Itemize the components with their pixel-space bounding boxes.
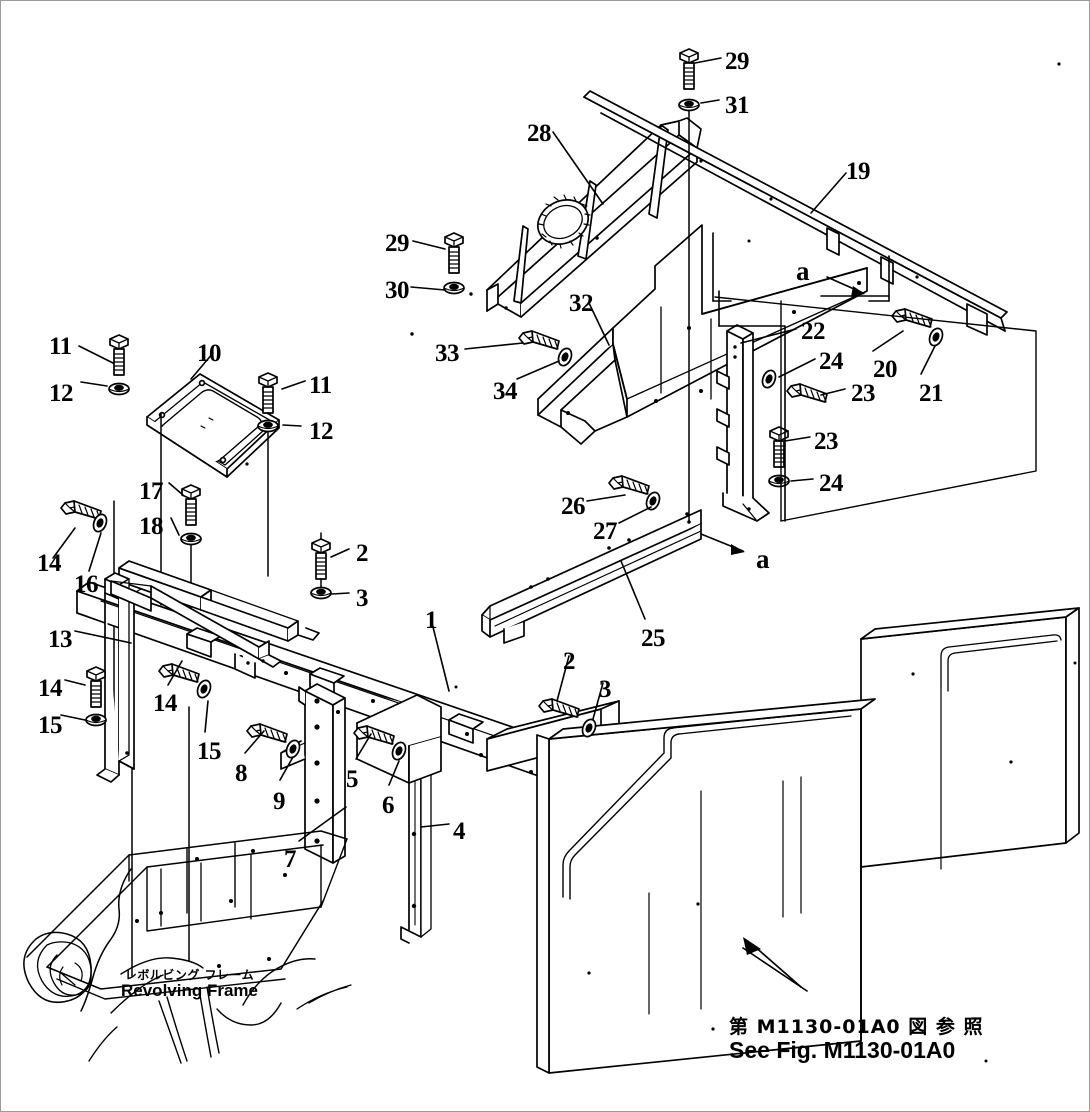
callout-15: 15 bbox=[197, 738, 222, 765]
figure-reference-english: See Fig. M1130-01A0 bbox=[729, 1037, 956, 1064]
part-25-lower-rail bbox=[481, 509, 702, 644]
callout-18: 18 bbox=[139, 513, 164, 540]
callout-3: 3 bbox=[599, 676, 612, 703]
fastener-30 bbox=[443, 281, 465, 295]
part-10-cover-frame bbox=[146, 373, 280, 478]
callout-10: 10 bbox=[197, 340, 222, 367]
fastener-23-upper bbox=[786, 383, 828, 403]
callout-30: 30 bbox=[385, 277, 410, 304]
section-arrows bbox=[700, 232, 1037, 555]
revolving-frame-context bbox=[23, 830, 352, 1064]
callout-23: 23 bbox=[814, 428, 839, 455]
callout-25: 25 bbox=[641, 625, 666, 652]
callout-12: 12 bbox=[49, 380, 74, 407]
callout-14: 14 bbox=[37, 550, 62, 577]
callout-24: 24 bbox=[819, 470, 844, 497]
callout-26: 26 bbox=[561, 493, 586, 520]
fastener-24-upper bbox=[759, 367, 779, 391]
callout-33: 33 bbox=[435, 340, 460, 367]
figure-reference-japanese: 第 M1130-01A0 図 参 照 bbox=[729, 1016, 984, 1038]
callout-6: 6 bbox=[382, 792, 395, 819]
callout-14: 14 bbox=[153, 690, 178, 717]
callout-15: 15 bbox=[38, 712, 63, 739]
part-1-upper-flange bbox=[118, 560, 320, 642]
fastener-26 bbox=[608, 475, 650, 495]
fastener-33 bbox=[518, 330, 560, 350]
fastener-21 bbox=[926, 325, 946, 349]
fastener-17 bbox=[181, 484, 201, 526]
callout-16: 16 bbox=[74, 571, 99, 598]
fastener-14-upper bbox=[60, 500, 102, 520]
fastener-12-right bbox=[257, 419, 279, 433]
callout-29: 29 bbox=[385, 230, 410, 257]
callout-28: 28 bbox=[527, 120, 552, 147]
fastener-24-lower bbox=[768, 474, 790, 488]
fastener-2-lower bbox=[538, 698, 580, 718]
fastener-31 bbox=[678, 98, 700, 112]
callout-2: 2 bbox=[563, 648, 576, 675]
callout-7: 7 bbox=[284, 846, 297, 873]
callout-4: 4 bbox=[453, 818, 466, 845]
post-cross-member bbox=[110, 580, 282, 679]
callout-9: 9 bbox=[273, 788, 286, 815]
callout-20: 20 bbox=[873, 356, 898, 383]
callout-21: 21 bbox=[919, 380, 944, 407]
fastener-3-upper bbox=[310, 586, 332, 600]
fastener-8 bbox=[246, 723, 288, 743]
part-28-housing bbox=[410, 117, 702, 336]
callout-23: 23 bbox=[851, 380, 876, 407]
fastener-11-right bbox=[258, 372, 278, 414]
fastener-15-left bbox=[85, 713, 107, 727]
fastener-14-left bbox=[86, 666, 106, 708]
callout-29: 29 bbox=[725, 48, 750, 75]
part-22-upright-strip bbox=[716, 324, 770, 522]
side-cover-panel bbox=[536, 607, 1080, 1074]
section-mark-a: a bbox=[756, 544, 770, 574]
revolving-frame-label-english: Revolving Frame bbox=[121, 981, 258, 1001]
callout-31: 31 bbox=[725, 92, 750, 119]
scan-specks bbox=[245, 62, 1077, 1063]
callout-34: 34 bbox=[493, 378, 518, 405]
section-mark-a: a bbox=[796, 256, 810, 286]
fastener-34 bbox=[555, 345, 575, 369]
callout-1: 1 bbox=[425, 607, 438, 634]
callout-22: 22 bbox=[801, 318, 826, 345]
fastener-11-left bbox=[109, 334, 129, 376]
fastener-29-top bbox=[679, 48, 699, 90]
callout-5: 5 bbox=[346, 766, 359, 793]
callout-17: 17 bbox=[139, 478, 164, 505]
callout-24: 24 bbox=[819, 348, 844, 375]
figref-arrow bbox=[743, 937, 802, 988]
fastener-29-left bbox=[444, 232, 464, 274]
fastener-18 bbox=[180, 532, 202, 546]
callout-27: 27 bbox=[593, 518, 618, 545]
fastener-12-left bbox=[108, 382, 130, 396]
callout-19: 19 bbox=[846, 158, 871, 185]
callout-14: 14 bbox=[38, 675, 63, 702]
callout-32: 32 bbox=[569, 290, 594, 317]
callout-13: 13 bbox=[48, 626, 73, 653]
callout-3: 3 bbox=[356, 585, 369, 612]
fastener-2-upper bbox=[311, 538, 331, 580]
callout-11: 11 bbox=[309, 372, 332, 399]
revolving-frame-label: レボルビング フレーム Revolving Frame bbox=[121, 968, 258, 1001]
figure-reference-note: 第 M1130-01A0 図 参 照 See Fig. M1130-01A0 bbox=[729, 1016, 984, 1064]
callout-11: 11 bbox=[49, 333, 72, 360]
part-13-post-bracket bbox=[96, 572, 142, 783]
callout-2: 2 bbox=[356, 540, 369, 567]
callout-8: 8 bbox=[235, 760, 248, 787]
revolving-frame-label-japanese: レボルビング フレーム bbox=[124, 968, 255, 982]
callout-12: 12 bbox=[309, 418, 334, 445]
